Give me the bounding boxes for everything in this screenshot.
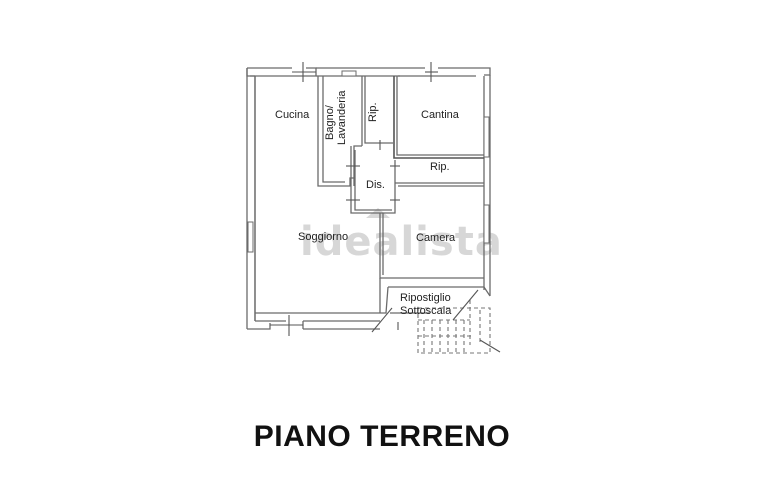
room-label-dis: Dis. <box>366 179 385 191</box>
room-label-rip-top: Rip. <box>367 102 379 122</box>
stairs <box>417 289 501 354</box>
room-label-bagno-line1: Bagno/ <box>324 104 336 140</box>
interior-walls <box>255 76 491 333</box>
room-label-rip-right: Rip. <box>430 161 450 173</box>
room-label-cucina: Cucina <box>275 109 310 121</box>
room-label-camera: Camera <box>416 232 456 244</box>
room-label-soggiorno: Soggiorno <box>298 231 348 243</box>
watermark: idealista <box>300 208 503 265</box>
room-label-ripostiglio-line2: Sottoscala <box>400 305 452 317</box>
room-label-bagno-line2: Lavanderia <box>336 90 348 145</box>
room-labels: Cucina Bagno/ Lavanderia Rip. Cantina Ri… <box>275 90 460 317</box>
floor-title: PIANO TERRENO <box>253 420 511 453</box>
room-label-cantina: Cantina <box>421 109 460 121</box>
outer-walls <box>246 62 491 336</box>
watermark-text: idealista <box>300 219 503 265</box>
room-label-ripostiglio-line1: Ripostiglio <box>400 292 451 304</box>
